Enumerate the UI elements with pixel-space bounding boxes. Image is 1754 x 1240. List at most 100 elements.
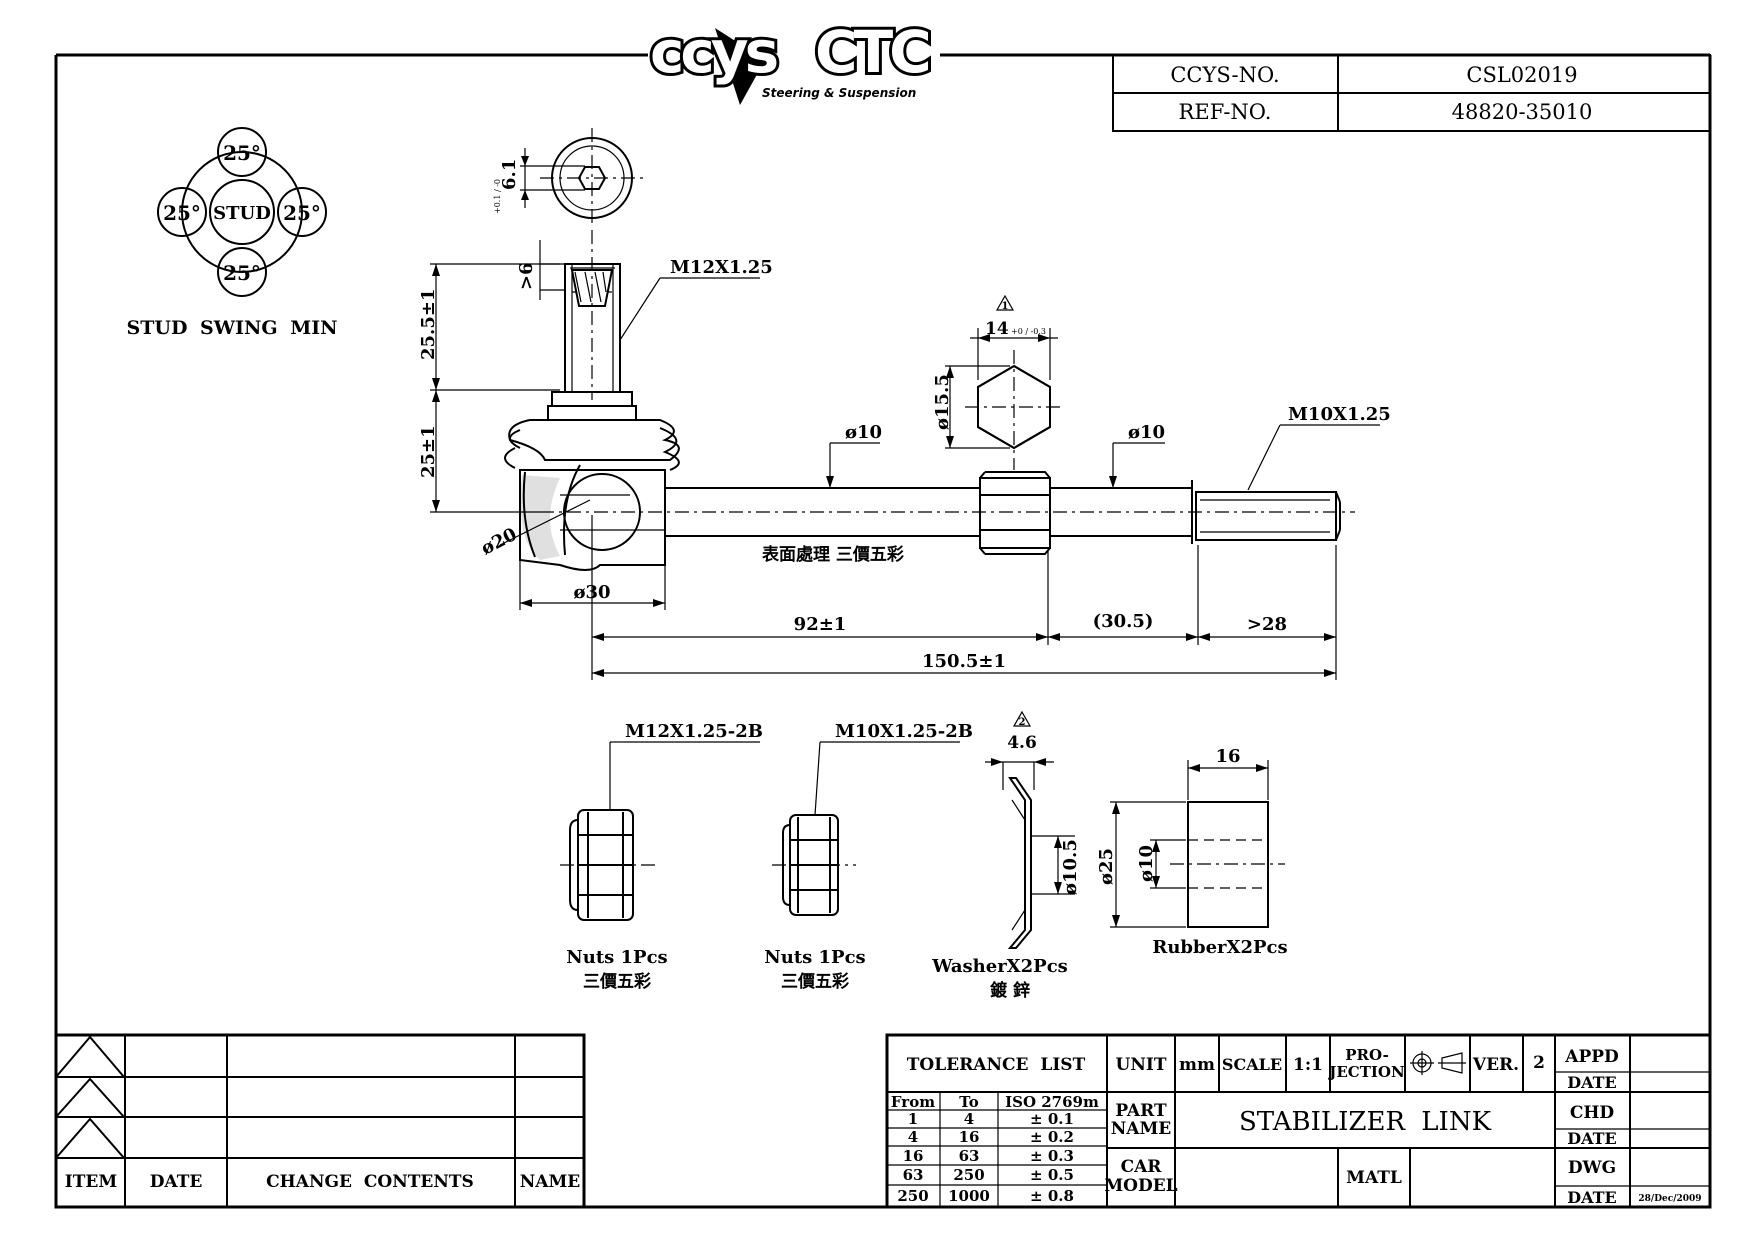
rev-header-name: NAME [520,1172,581,1192]
nut-m12-note: 三價五彩 [583,971,651,992]
depth-dim: >6 [516,262,537,290]
washer-drawing: 4.6 2 ø10.5 WasherX2Pcs 鍍 鋅 [931,710,1081,1001]
nut-m12-drawing: M12X1.25-2B Nuts 1Pcs 三價五彩 [560,721,763,992]
nut-m10-drawing: M10X1.25-2B Nuts 1Pcs 三價五彩 [764,721,973,992]
dwg-label: DWG [1568,1158,1616,1178]
hex-socket-tol: +0.1 / -0 [493,179,502,214]
part-number-block: CCYS-NO. CSL02019 REF-NO. 48820-35010 [1112,54,1711,132]
nut-m10-name: Nuts 1Pcs [764,947,865,968]
svg-text:ccys: ccys [650,18,777,86]
tol-row-4-from: 63 [903,1166,924,1184]
nut-m10-note: 三價五彩 [781,971,849,992]
scale-value: 1:1 [1293,1055,1323,1075]
ball-dia-label: ø20 [478,524,521,560]
tol-row-2-from: 4 [908,1128,918,1146]
finish-note: 表面處理 三價五彩 [762,544,904,565]
ccys-no-label: CCYS-NO. [1170,63,1279,87]
tol-header-iso: ISO 2769m [1005,1093,1099,1111]
washer-note: 鍍 鋅 [989,980,1030,1001]
stud-height-dim: 25.5±1 [418,289,439,360]
tol-row-2-val: ± 0.2 [1030,1128,1074,1146]
hex-width-tol: +0 / -0.3 [1011,327,1046,336]
matl-label: MATL [1346,1168,1402,1188]
tol-row-1-from: 1 [908,1110,918,1128]
nut-m12-spec: M12X1.25-2B [625,721,763,742]
dwg-date-label: DATE [1567,1188,1617,1207]
ball-height-dim: 25±1 [418,425,439,478]
projection-symbol-icon [1410,1051,1466,1075]
car-model-label-2: MODEL [1104,1176,1177,1196]
rev-header-date: DATE [150,1172,203,1192]
tol-row-5-from: 250 [897,1187,928,1205]
tol-row-5-to: 1000 [948,1187,990,1205]
len-28-label: >28 [1247,614,1287,635]
part-name-value: STABILIZER LINK [1239,1107,1492,1137]
tol-header-to: To [959,1093,978,1111]
part-name-label-1: PART [1115,1101,1167,1121]
swing-angle-bottom: 25° [223,261,261,285]
washer-thickness: 4.6 [1007,733,1037,753]
ver-value: 2 [1533,1053,1545,1073]
part-name-label-2: NAME [1111,1119,1172,1139]
rubber-outer-dia: ø25 [1096,848,1117,885]
unit-label: UNIT [1116,1055,1167,1075]
hex-section-view: 14 +0 / -0.3 1 ø15.5 [932,294,1063,470]
projection-label-1: PRO- [1345,1046,1389,1064]
tol-row-3-val: ± 0.3 [1030,1147,1074,1165]
car-model-label-1: CAR [1121,1157,1163,1177]
len-305-label: (30.5) [1093,611,1154,632]
projection-label-2: JECTION [1327,1063,1405,1081]
title-block: TOLERANCE LIST From To ISO 2769m 1 4 ± 0… [885,1033,1712,1209]
stud-swing-caption: STUD SWING MIN [127,317,338,339]
len-92-label: 92±1 [794,614,847,635]
ref-no-label: REF-NO. [1179,100,1272,124]
swing-angle-left: 25° [163,201,201,225]
tol-row-1-to: 4 [964,1110,974,1128]
rubber-drawing: 16 ø25 ø10 RubberX2Pcs [1096,746,1288,958]
scale-label: SCALE [1222,1055,1282,1074]
rubber-inner-dia: ø10 [1136,845,1157,882]
main-view-dimensions: 25.5±1 25±1 >6 M12X1.25 ø20 ø30 ø10 ø10 … [418,240,1391,680]
appd-date-label: DATE [1567,1073,1617,1092]
stud-top-view: 6.1 +0.1 / -0 [493,128,645,228]
ccys-no-value: CSL02019 [1466,63,1577,87]
revision-table: ITEM DATE CHANGE CONTENTS NAME [54,1033,586,1209]
dwg-date-value: 28/Dec/2009 [1638,1194,1701,1204]
rod-dia-right-label: ø10 [1128,422,1165,443]
swing-angle-top: 25° [223,141,261,165]
appd-label: APPD [1564,1047,1619,1067]
hex-socket-dim: 6.1 [499,159,520,190]
thread-top-label: M12X1.25 [670,257,773,278]
tol-row-5-val: ± 0.8 [1030,1187,1074,1205]
hex-corners-dim: ø15.5 [932,374,953,430]
tol-row-3-from: 16 [903,1147,924,1165]
nut-m10-spec: M10X1.25-2B [835,721,973,742]
nut-m12-name: Nuts 1Pcs [566,947,667,968]
chd-date-label: DATE [1567,1129,1617,1148]
tolerance-title: TOLERANCE LIST [907,1055,1086,1075]
chd-label: CHD [1570,1103,1615,1123]
hex-width-dim: 14 [985,319,1009,339]
unit-value: mm [1179,1055,1215,1075]
stabilizer-link-side-view [504,230,1355,571]
company-logo: ccys CTC Steering & Suspension [647,15,935,105]
rev-2-mark: 2 [1019,717,1026,728]
svg-text:CTC: CTC [815,18,928,86]
tol-header-from: From [891,1093,935,1111]
washer-name: WasherX2Pcs [931,956,1068,977]
rubber-length: 16 [1215,746,1240,767]
stud-label: STUD [213,203,271,224]
logo-tagline: Steering & Suspension [762,86,916,100]
rubber-name: RubberX2Pcs [1152,937,1287,958]
ref-no-value: 48820-35010 [1452,100,1593,124]
ver-label: VER. [1472,1055,1519,1075]
swing-angle-right: 25° [283,201,321,225]
rev-header-item: ITEM [65,1172,118,1192]
washer-dia: ø10.5 [1060,839,1081,895]
len-total-label: 150.5±1 [922,651,1006,672]
tol-row-2-to: 16 [959,1128,980,1146]
rev-1-mark: 1 [1002,301,1009,312]
tol-row-1-val: ± 0.1 [1030,1110,1074,1128]
rev-header-change: CHANGE CONTENTS [266,1172,474,1192]
